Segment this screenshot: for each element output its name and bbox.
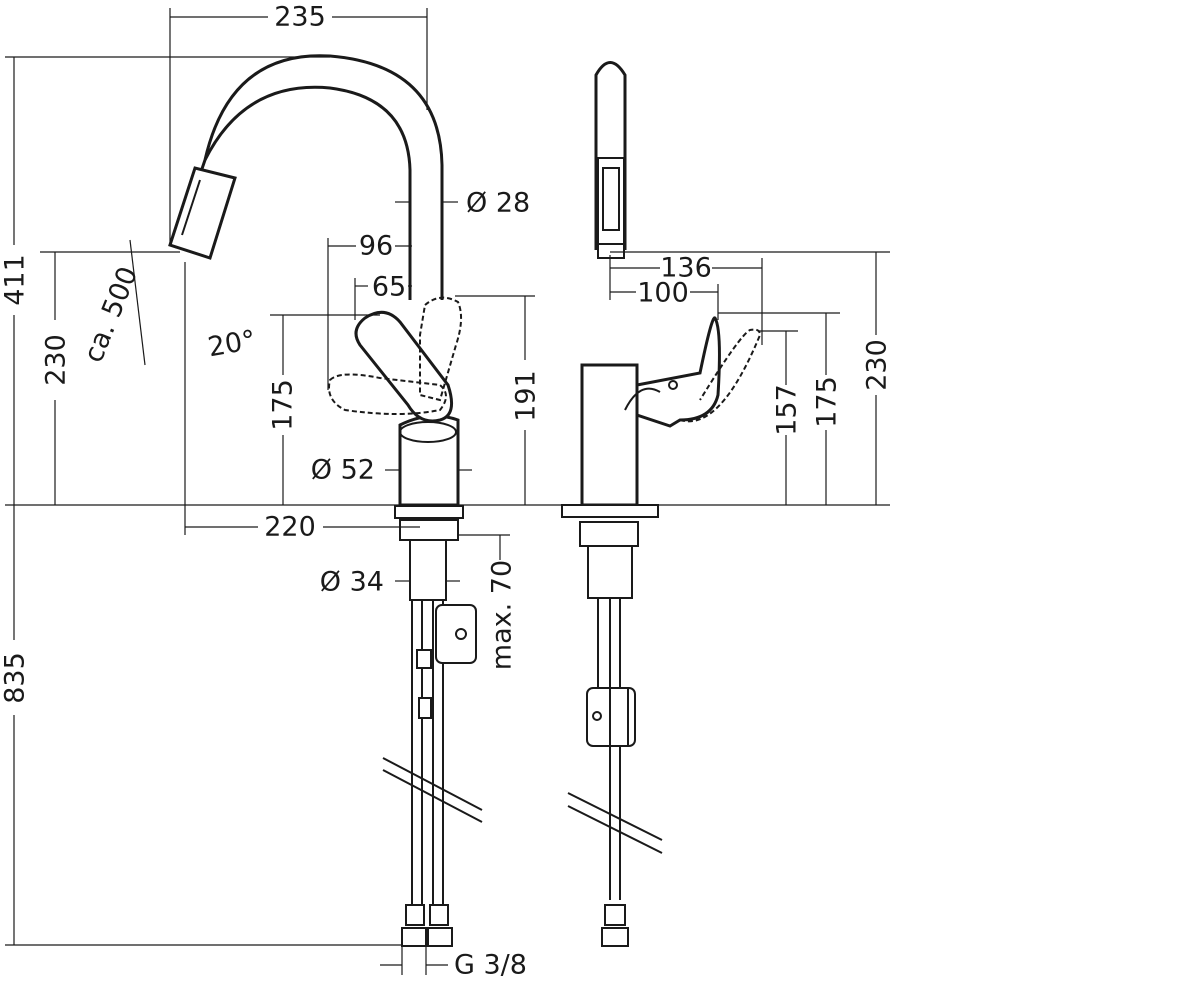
label-hose-length: ca. 500 <box>78 262 144 366</box>
side-view-faucet <box>561 61 762 947</box>
label-shank-diameter: Ø 34 <box>320 567 384 598</box>
label-angle: 20° <box>206 325 259 364</box>
dimension-lines <box>5 8 890 975</box>
label-230-left: 230 <box>41 334 72 386</box>
label-411: 411 <box>0 254 31 306</box>
label-body-diameter: Ø 52 <box>311 455 375 486</box>
label-235: 235 <box>274 2 326 33</box>
label-100: 100 <box>637 278 689 309</box>
label-191: 191 <box>511 370 542 422</box>
dimension-labels: 235 411 230 ca. 500 20° Ø 28 96 65 175 1… <box>0 2 893 981</box>
label-835: 835 <box>0 652 31 704</box>
label-spout-diameter: Ø 28 <box>466 188 530 219</box>
label-g38: G 3/8 <box>454 950 527 981</box>
label-230-right: 230 <box>862 339 893 391</box>
label-max-70: max. 70 <box>487 560 518 670</box>
label-220: 220 <box>264 512 316 543</box>
label-175-right: 175 <box>812 376 843 428</box>
label-175-left: 175 <box>268 379 299 431</box>
label-136: 136 <box>660 253 712 284</box>
front-view-faucet <box>168 54 483 947</box>
label-157: 157 <box>772 384 803 436</box>
label-96: 96 <box>359 231 393 262</box>
label-65: 65 <box>372 272 406 303</box>
